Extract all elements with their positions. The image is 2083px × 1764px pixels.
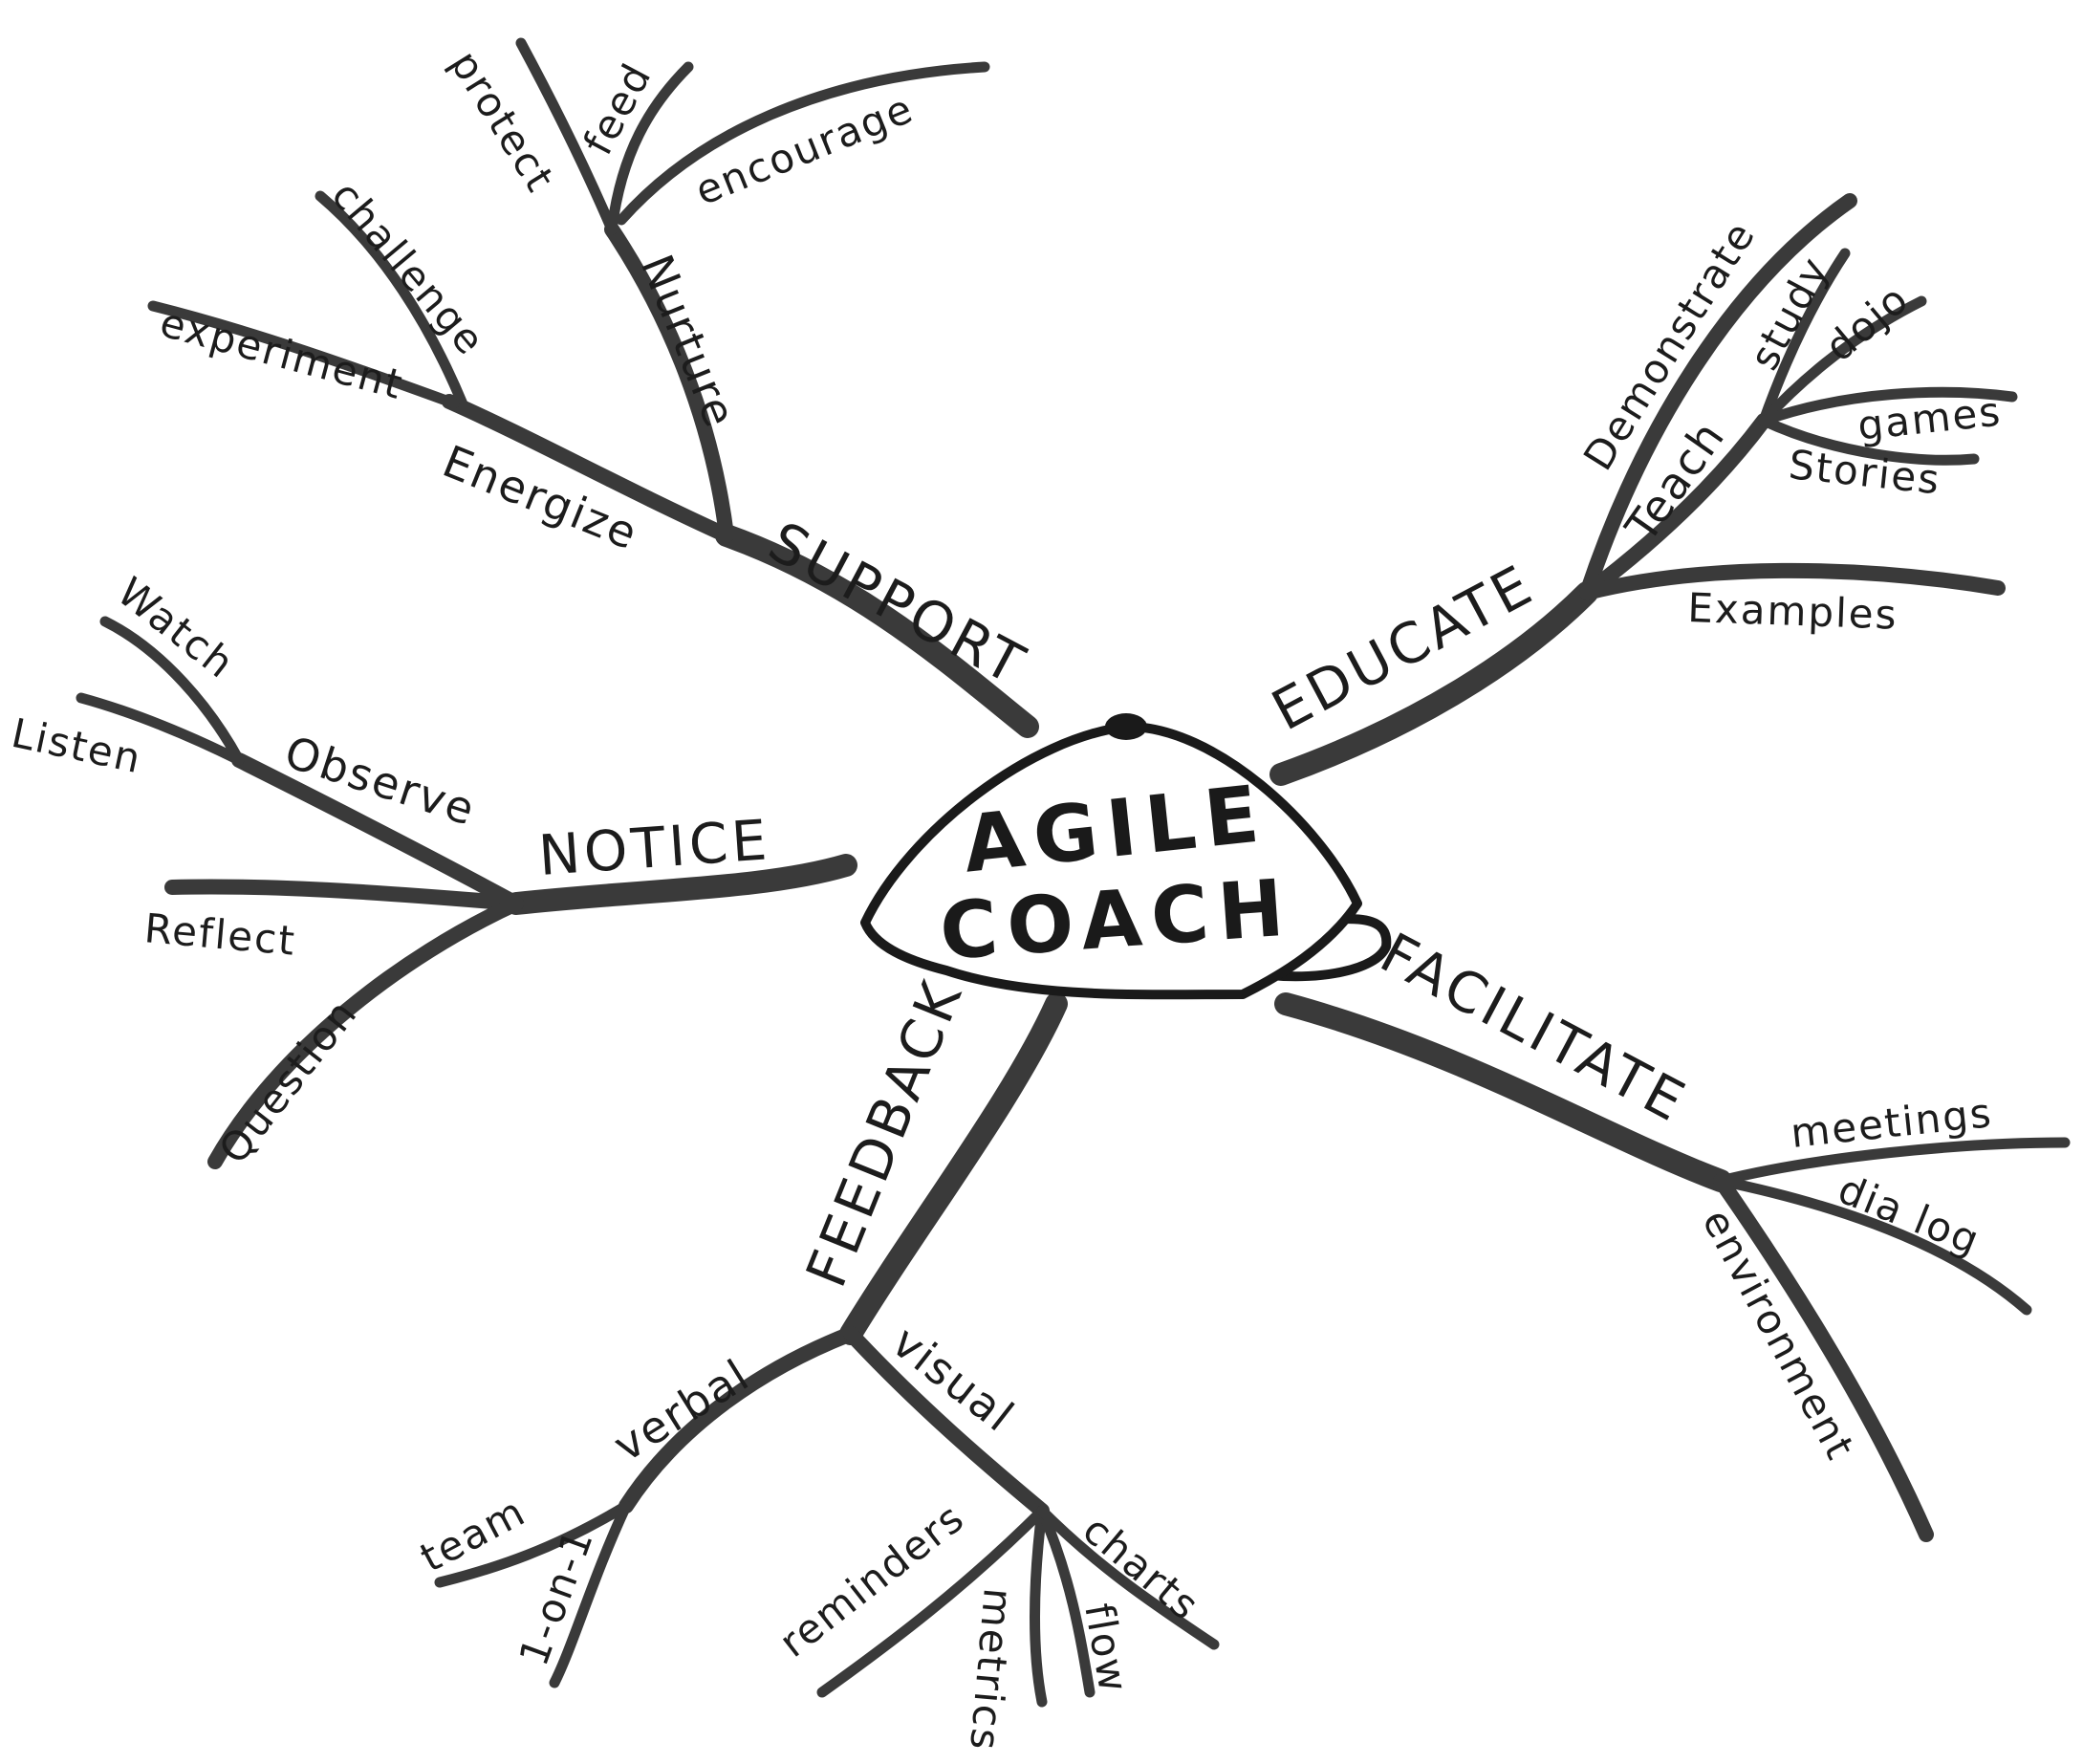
experiment-line <box>147 300 460 409</box>
energize-line <box>442 394 734 543</box>
team-line <box>434 1500 632 1588</box>
facilitate-branch <box>1274 992 2071 1542</box>
challenge-line <box>315 190 469 412</box>
nurture-label: Nurture <box>631 248 747 435</box>
demonstrate-label: Demonstrate <box>1574 212 1765 478</box>
energize-label: Energize <box>436 435 646 560</box>
support-line <box>715 524 1039 738</box>
meetings-line <box>1715 1137 2071 1187</box>
reflect-line <box>164 879 524 911</box>
stories-label: Stories <box>1787 441 1943 503</box>
dojo-line <box>1758 295 1927 426</box>
dialog-label: dia log <box>1832 1165 1986 1265</box>
flow-line <box>1036 1505 1096 1698</box>
protect-label: protect <box>442 42 565 201</box>
verbal-line <box>618 1326 858 1514</box>
visual-line <box>843 1326 1050 1518</box>
hat-dome <box>860 722 1362 1000</box>
feedback-label: FEEDBACK <box>793 969 976 1296</box>
encourage-line <box>616 61 990 226</box>
educate-line <box>1269 581 1598 786</box>
facilitate-line <box>1274 992 1732 1192</box>
question-line <box>207 896 524 1169</box>
observe-line <box>231 752 524 911</box>
center-hat: AGILE COACH <box>860 713 1392 1000</box>
listen-label: Listen <box>8 709 146 783</box>
environment-line <box>1713 1173 1934 1542</box>
feedback-line <box>839 992 1068 1345</box>
charts-line <box>1036 1505 1220 1650</box>
teach-line <box>1579 413 1771 600</box>
hat-button <box>1105 713 1147 740</box>
metrics-line <box>1030 1505 1048 1708</box>
experiment-label: experiment <box>155 298 408 408</box>
support-branch <box>147 37 1039 738</box>
games-line <box>1758 386 2018 426</box>
examples-line <box>1579 562 2006 600</box>
stories-line <box>1758 415 1980 466</box>
question-label: Question <box>209 990 366 1172</box>
watch-line <box>99 616 245 766</box>
feed-line <box>606 61 694 235</box>
observe-label: Observe <box>279 726 483 836</box>
notice-branch <box>76 616 857 1169</box>
reminders-line <box>816 1505 1048 1698</box>
notice-label: NOTICE <box>536 807 772 888</box>
protect-line <box>515 37 618 235</box>
team-label: team <box>413 1488 533 1581</box>
verbal-label: verbal <box>604 1349 758 1472</box>
study-line <box>1758 248 1851 426</box>
feedback-branch <box>434 992 1220 1708</box>
reminders-label: reminders <box>770 1493 973 1666</box>
environment-label: environment <box>1693 1202 1864 1469</box>
support-label: SUPPORT <box>758 509 1037 698</box>
listen-line <box>76 692 245 766</box>
one-on-one-line <box>549 1500 632 1688</box>
demonstrate-line <box>1579 193 1857 600</box>
examples-label: Examples <box>1687 584 1899 639</box>
notice-line <box>505 854 857 915</box>
educate-branch <box>1269 193 2018 786</box>
metrics-label: metrics <box>961 1586 1022 1753</box>
nurture-line <box>604 222 734 543</box>
dialog-line <box>1715 1175 2032 1316</box>
challenge-label: challenge <box>322 172 494 364</box>
reflect-label: Reflect <box>142 904 298 965</box>
